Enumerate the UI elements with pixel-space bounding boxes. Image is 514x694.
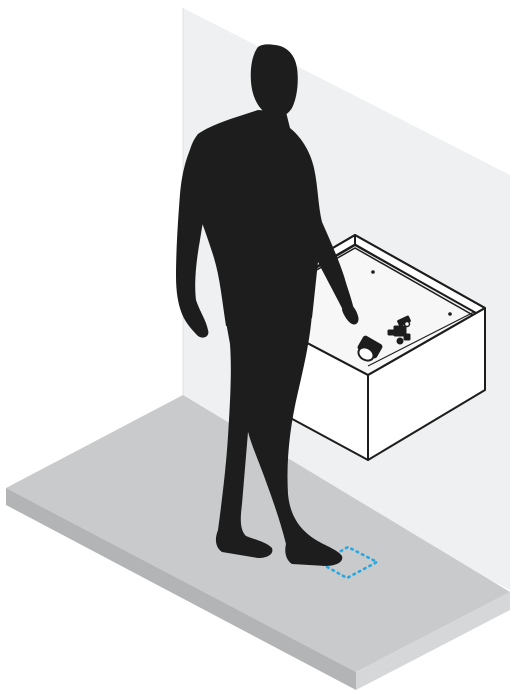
screw-dot [448, 312, 452, 316]
floor-right-edge [356, 592, 510, 690]
person-silhouette [176, 44, 359, 566]
person-left-arm [176, 134, 212, 338]
person-torso [188, 110, 354, 326]
person-head [250, 44, 298, 118]
sensor-icon [357, 335, 383, 362]
floor-front-edge [6, 488, 356, 690]
floor-top [6, 395, 510, 672]
person-right-hand [342, 300, 359, 325]
detection-zone [317, 545, 380, 580]
screw-dot [371, 270, 375, 274]
valve-icon [387, 315, 411, 345]
person-legs [215, 314, 343, 566]
